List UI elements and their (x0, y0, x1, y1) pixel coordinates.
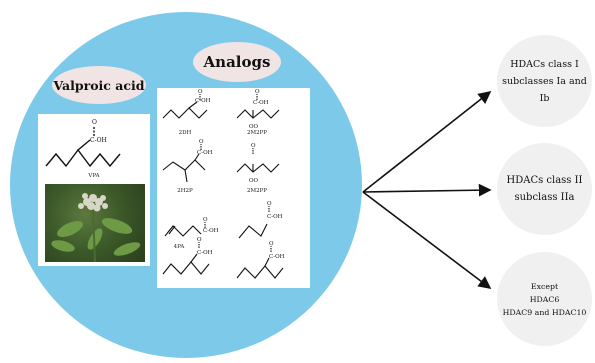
analog-1-name: 2DH (178, 130, 192, 136)
vpa-branch (77, 139, 91, 151)
target-3-line-1: Except (530, 281, 559, 291)
analog-1-group: C-OH (195, 98, 211, 104)
analog-3-group: C-OH (197, 150, 213, 156)
analog-2-name: 2M2PP (246, 130, 268, 136)
target-hdac-class-ii: HDACs class II subclass IIa (497, 143, 592, 235)
analog-4-sub: OO (249, 178, 259, 184)
analog-7-oxygen: O (197, 237, 202, 243)
analog-3-oxygen: O (199, 139, 204, 145)
analog-7-group: C-OH (197, 250, 213, 256)
analog-6-oxygen: O (267, 201, 272, 207)
analogs-label: Analogs (193, 42, 281, 82)
analog-5-group: C-OH (203, 228, 219, 234)
plant-photo (45, 184, 145, 262)
valproic-acid-label: Valproic acid (52, 66, 146, 104)
arrow-to-class-ii (362, 183, 492, 197)
analog-4-name: 2M2PP (246, 188, 268, 194)
analog-4-oxygen: O (251, 143, 256, 149)
analog-1-oxygen: O (198, 89, 203, 95)
target-1-line-2: subclasses Ia and Ib (502, 75, 587, 104)
analog-2-oxygen: O (255, 89, 260, 95)
vpa-name: VPA (88, 173, 100, 179)
vpa-chain (45, 148, 121, 168)
vpa-group: C-OH (90, 137, 107, 144)
analog-8-oxygen: O (269, 241, 274, 247)
analog-8-group: C-OH (269, 254, 285, 260)
analogs-panel: O C-OH O C-OH OO O C-OH O OO O C-OH O C-… (157, 88, 310, 288)
arrow-to-class-i (362, 91, 492, 193)
target-1-line-1: HDACs class I (510, 58, 579, 70)
plant-illustration (51, 193, 141, 262)
valproic-acid-text: Valproic acid (53, 77, 145, 93)
analog-3-name: 2H2P (177, 188, 193, 194)
vpa-oxygen: O (92, 119, 97, 126)
analog-6-group: C-OH (267, 214, 283, 220)
analog-2-sub: OO (249, 124, 259, 130)
target-3-line-3: HDAC9 and HDAC10 (502, 307, 587, 317)
analog-2-group: C-OH (253, 100, 269, 106)
target-3-line-2: HDAC6 (529, 294, 560, 304)
analogs-text: Analogs (203, 53, 271, 71)
analog-5-name: 4PA (173, 244, 185, 250)
target-2-line-2: subclass IIa (514, 192, 575, 203)
vpa-structure: O C-OH (45, 119, 121, 168)
target-2-line-1: HDACs class II (506, 175, 583, 186)
analogs-structures: O C-OH O C-OH OO O C-OH O OO O C-OH O C-… (162, 89, 285, 279)
target-hdac-class-i: HDACs class I subclasses Ia and Ib (497, 35, 592, 127)
analog-5-oxygen: O (203, 217, 208, 223)
arrow-to-except (362, 191, 492, 289)
target-except: Except HDAC6 HDAC9 and HDAC10 (497, 252, 592, 346)
